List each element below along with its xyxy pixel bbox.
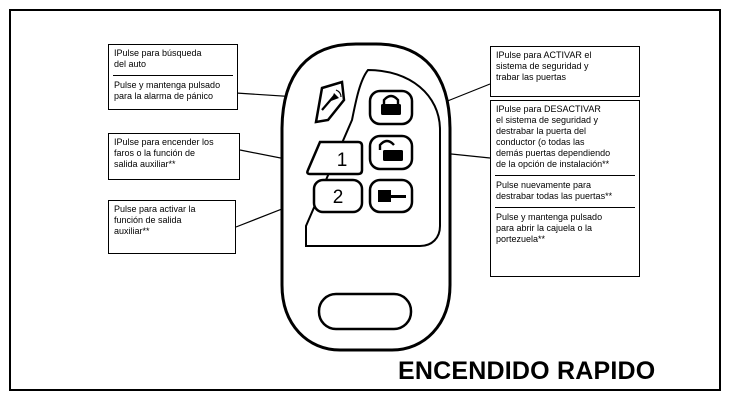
trunk-button[interactable] [368,178,414,214]
button-1[interactable]: 1 [306,140,364,176]
callout-deactivate-divider-2 [495,207,635,208]
button-1-label: 1 [337,150,348,171]
button-2[interactable]: 2 [312,178,364,214]
unlock-icon [378,139,403,161]
callout-deactivate: IPulse para DESACTIVAR el sistema de seg… [490,100,640,277]
callout-search-text-2: Pulse y mantenga pulsado para la alarma … [114,80,221,101]
callout-deactivate-text-2: Pulse nuevamente para destrabar todas la… [496,180,613,201]
callout-deactivate-divider-1 [495,175,635,176]
diagram-frame [9,9,721,391]
callout-lights: IPulse para encender los faros o la func… [108,133,240,180]
callout-aux-text: Pulse para activar la función de salida … [114,204,196,236]
callout-activate: IPulse para ACTIVAR el sistema de seguri… [490,46,640,97]
trunk-icon [378,190,406,202]
car-signal-icon [321,89,342,111]
callout-lights-text: IPulse para encender los faros o la func… [114,137,214,169]
callout-activate-text: IPulse para ACTIVAR el sistema de seguri… [496,50,592,82]
diagram-title: ENCENDIDO RAPIDO [398,357,656,385]
callout-search-text-1: IPulse para búsqueda del auto [114,48,202,69]
lock-icon [381,94,401,115]
callout-aux: Pulse para activar la función de salida … [108,200,236,254]
callout-search-divider [113,75,233,76]
lock-button[interactable] [368,89,414,126]
panic-button[interactable] [314,80,346,124]
callout-search: IPulse para búsqueda del auto Pulse y ma… [108,44,238,110]
keyring-slot [317,292,413,331]
callout-deactivate-text-3: Pulse y mantenga pulsado para abrir la c… [496,212,603,244]
button-2-label: 2 [333,187,344,208]
callout-deactivate-text-1: IPulse para DESACTIVAR el sistema de seg… [496,104,611,169]
unlock-button[interactable] [368,134,414,171]
